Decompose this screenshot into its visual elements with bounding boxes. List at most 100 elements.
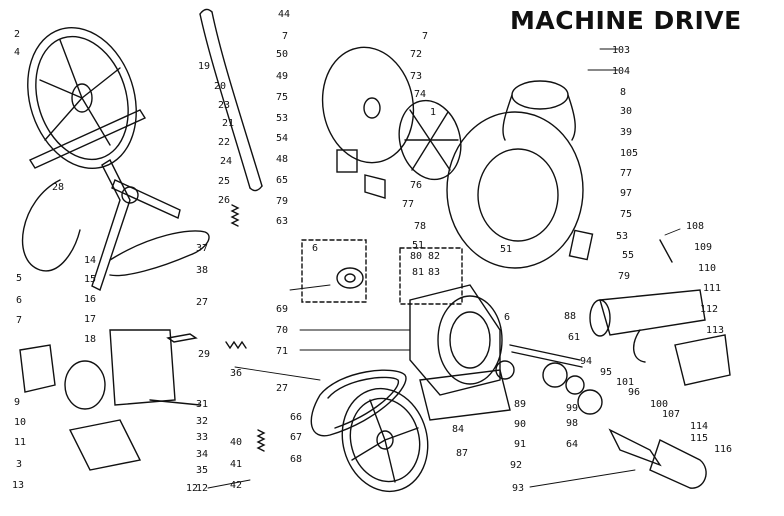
part-callout: 89: [514, 399, 527, 410]
part-callout: 74: [414, 89, 427, 100]
part-callout: 68: [290, 454, 303, 465]
part-callout: 28: [52, 182, 65, 193]
part-callout: 10: [14, 417, 27, 428]
part-callout: 103: [612, 45, 631, 56]
left-belt-loop-drawing: [21, 179, 210, 277]
part-callout: 31: [196, 399, 209, 410]
leader-lines-drawing: [207, 48, 681, 489]
part-callout: 53: [276, 113, 289, 124]
part-callout: 30: [620, 106, 633, 117]
part-callout: 107: [662, 409, 681, 420]
part-callout: 7: [282, 31, 289, 42]
right-small-parts-drawing: [336, 149, 594, 261]
part-callout: 115: [690, 433, 709, 444]
part-callout: 33: [196, 432, 209, 443]
part-callout: 78: [414, 221, 427, 232]
part-callout: 69: [276, 304, 289, 315]
long-belt-drawing: [199, 8, 263, 192]
part-callout: 15: [84, 274, 97, 285]
part-callout: 9: [14, 397, 21, 408]
part-callout: 55: [622, 250, 635, 261]
part-callout: 38: [196, 265, 209, 276]
small-hub-drawing: [336, 267, 364, 289]
part-callout: 25: [218, 176, 231, 187]
part-callout: 27: [196, 297, 209, 308]
part-callout: 98: [566, 418, 579, 429]
part-callout: 67: [290, 432, 303, 443]
part-callout: 23: [218, 100, 231, 111]
subassembly-boxes-drawing: [301, 239, 463, 305]
pulley-bracket-drawing: [28, 109, 181, 291]
part-callout: 83: [428, 267, 441, 278]
part-callout: 22: [218, 137, 231, 148]
part-callout: 99: [566, 403, 579, 414]
part-callout: 110: [698, 263, 717, 274]
part-callout: 81: [412, 267, 425, 278]
part-callout: 116: [714, 444, 733, 455]
part-callout: 32: [196, 416, 209, 427]
part-callout: 95: [600, 367, 613, 378]
part-callout: 4: [14, 47, 21, 58]
part-callout: 14: [84, 255, 97, 266]
part-callout: 96: [628, 387, 641, 398]
part-callout: 27: [276, 383, 289, 394]
part-callout: 100: [650, 399, 669, 410]
part-callout: 94: [580, 356, 593, 367]
part-callout: 35: [196, 465, 209, 476]
part-callout: 111: [703, 283, 722, 294]
part-callout: 73: [410, 71, 423, 82]
part-callout: 26: [218, 195, 231, 206]
blower-housing-drawing: [446, 80, 584, 269]
diagram-title: MACHINE DRIVE: [510, 6, 742, 35]
part-callout: 101: [616, 377, 635, 388]
part-callout: 80: [410, 251, 423, 262]
part-callout: 109: [694, 242, 713, 253]
part-callout: 7: [422, 31, 429, 42]
part-callout: 71: [276, 346, 289, 357]
part-callout: 2: [14, 29, 21, 40]
fan-housing-drawing: [321, 46, 462, 181]
part-callout: 79: [618, 271, 631, 282]
part-callout: 87: [456, 448, 469, 459]
part-callout: 77: [402, 199, 415, 210]
part-callout: 65: [276, 175, 289, 186]
part-callout: 3: [16, 459, 23, 470]
part-callout: 17: [84, 314, 97, 325]
part-callout: 90: [514, 419, 527, 430]
part-callout: 75: [276, 92, 289, 103]
part-callout: 34: [196, 449, 209, 460]
part-callout: 91: [514, 439, 527, 450]
part-callout: 84: [452, 424, 465, 435]
part-callout: 114: [690, 421, 709, 432]
part-callout: 88: [564, 311, 577, 322]
part-callout: 5: [16, 273, 23, 284]
part-callout: 50: [276, 49, 289, 60]
part-callout: 16: [84, 294, 97, 305]
part-callout: 6: [504, 312, 511, 323]
part-callout: 21: [222, 118, 235, 129]
part-callout: 44: [278, 9, 291, 20]
part-callout: 108: [686, 221, 705, 232]
part-callout: 39: [620, 127, 633, 138]
part-callout: 11: [14, 437, 27, 448]
part-callout: 104: [612, 66, 631, 77]
part-callout: 37: [196, 243, 209, 254]
part-callout: 6: [312, 243, 319, 254]
part-callout: 72: [410, 49, 423, 60]
part-callout: 61: [568, 332, 581, 343]
part-callout: 8: [620, 87, 627, 98]
part-callout: 12: [186, 483, 199, 494]
part-callout: 49: [276, 71, 289, 82]
part-callout: 40: [230, 437, 243, 448]
part-callout: 82: [428, 251, 441, 262]
part-callout: 75: [620, 209, 633, 220]
part-callout: 92: [510, 460, 523, 471]
part-callout: 113: [706, 325, 725, 336]
part-callout: 63: [276, 216, 289, 227]
part-callout: 12: [196, 483, 209, 494]
right-cylinder-drawing: [589, 239, 731, 386]
part-callout: 105: [620, 148, 639, 159]
